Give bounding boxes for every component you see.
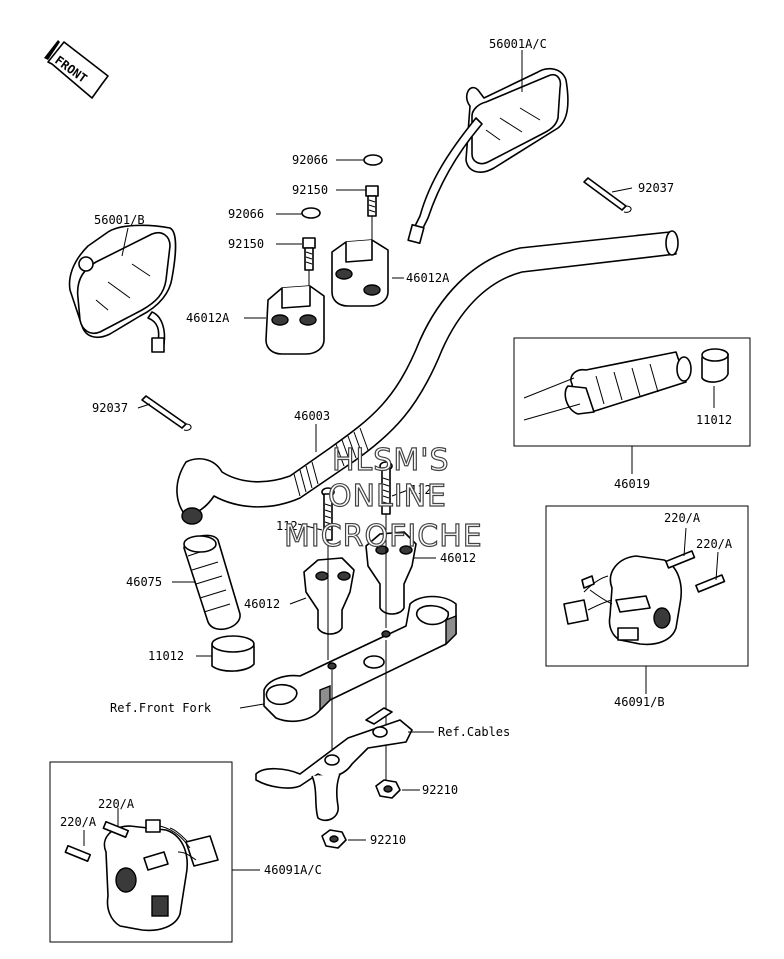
watermark-line2: ONLINE	[328, 479, 447, 514]
label-handlebar: 46003	[294, 409, 330, 423]
switch-46091AC	[103, 819, 219, 932]
screw-220A-right-1	[665, 550, 696, 569]
label-grip-right-assy: 46019	[614, 477, 650, 491]
front-arrow-icon: FRONT	[44, 40, 109, 99]
label-cap-lower: 92066	[228, 207, 264, 221]
label-weight-left: 11012	[148, 649, 184, 663]
label-cap-upper: 92066	[292, 153, 328, 167]
watermark-line1: HLSM'S	[332, 443, 450, 478]
label-switch-right: 46091/B	[614, 695, 665, 709]
switch-46091B-box	[545, 505, 749, 667]
grip-46075	[183, 534, 241, 631]
holder-46012-right	[365, 531, 417, 615]
cap-92066-upper	[363, 154, 383, 166]
front-fork-clamp	[263, 595, 457, 723]
label-holder-lower-right: 46012	[440, 551, 476, 565]
label-screw-left-2: 220/A	[98, 797, 135, 811]
label-grip-right-weight: 11012	[696, 413, 732, 427]
bolt-92150-upper	[365, 185, 379, 217]
label-nut-upper: 92210	[422, 783, 458, 797]
label-bolt-upper: 92150	[292, 183, 328, 197]
label-holder-upper-left: 46012A	[186, 311, 230, 325]
nut-92210-upper	[375, 779, 401, 799]
label-pin-left: 92037	[92, 401, 128, 415]
nut-92210-lower	[321, 829, 347, 849]
label-pin-right: 92037	[638, 181, 674, 195]
label-ref-front-fork: Ref.Front Fork	[110, 701, 212, 715]
screw-220A-left-1	[64, 844, 92, 863]
label-screw-right-2: 220/A	[696, 537, 733, 551]
label-nut-lower: 92210	[370, 833, 406, 847]
label-mirror-left: 56001/B	[94, 213, 145, 227]
label-screw-left-1: 220/A	[60, 815, 97, 829]
screw-220A-left-2	[102, 820, 130, 839]
mirror-left	[68, 224, 177, 353]
watermark: HLSM'S ONLINE MICROFICHE	[283, 442, 483, 554]
label-holder-upper-right: 46012A	[406, 271, 450, 285]
holder-46012A-left	[265, 285, 325, 355]
pin-92037-right	[583, 177, 632, 213]
holder-46012A-right	[331, 239, 389, 307]
grip-46019	[564, 348, 729, 415]
label-switch-left: 46091A/C	[264, 863, 322, 877]
weight-11012-left	[211, 635, 255, 672]
label-screw-right-1: 220/A	[664, 511, 701, 525]
switch-46091B	[563, 555, 682, 646]
label-holder-lower-left: 46012	[244, 597, 280, 611]
watermark-line3: MICROFICHE	[284, 519, 483, 554]
mirror-right	[407, 67, 569, 245]
switch-46091AC-box	[49, 761, 233, 943]
handlebar	[176, 230, 679, 525]
label-mirror-right: 56001A/C	[489, 37, 547, 51]
cable-bracket	[255, 707, 413, 822]
label-bolt-left-112: 112	[276, 519, 298, 533]
cap-92066-lower	[301, 207, 321, 219]
pin-92037-left	[141, 395, 192, 431]
label-grip-left: 46075	[126, 575, 162, 589]
label-bolt-lower: 92150	[228, 237, 264, 251]
screw-220A-right-2	[695, 574, 726, 593]
bolt-92150-lower	[302, 237, 316, 271]
label-bolt-right-112: 112	[410, 483, 432, 497]
label-ref-cables: Ref.Cables	[438, 725, 510, 739]
holder-46012-left	[303, 557, 355, 635]
